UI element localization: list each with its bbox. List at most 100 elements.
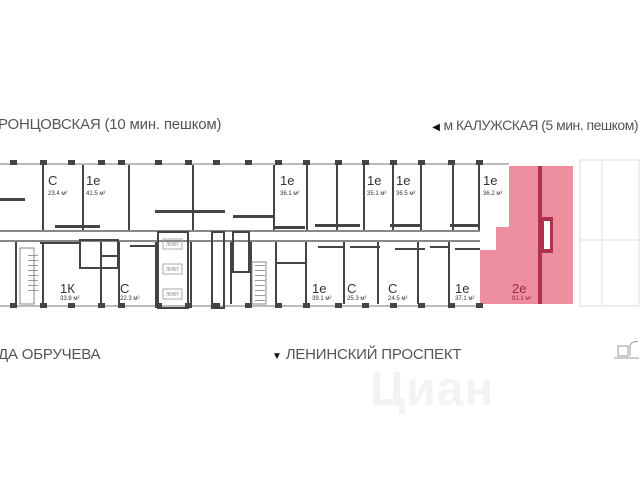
wall [335,303,342,308]
apt-area: 36.1 м² [280,191,299,197]
wall [255,290,265,291]
wall [390,224,420,227]
wall [230,242,232,304]
wall [118,242,120,304]
apt-area: 36.5 м² [396,191,415,197]
wall [275,303,282,308]
wall [42,242,44,304]
apt-area: 33.8 м² [60,296,79,302]
wall [155,210,225,213]
wall [395,248,425,250]
walls [0,163,509,307]
apt-area: 22.3 м² [120,296,139,302]
wall [362,303,369,308]
wall [155,242,157,304]
wall [190,242,192,304]
highlighted-apartment[interactable] [480,166,573,304]
wall [28,255,38,256]
wall [363,165,365,230]
wall [233,215,273,218]
apt-type: 1е [280,173,294,188]
wall [420,165,422,230]
wall [275,262,305,264]
wall [350,246,380,248]
wall [455,248,480,250]
wall [28,265,38,266]
wall [255,265,265,266]
wall [303,160,310,165]
apt-area: 35.1 м² [367,191,386,197]
wall [343,242,345,304]
wall [255,285,265,286]
wall [118,303,125,308]
wall [10,160,17,165]
wall [98,160,105,165]
wall [476,303,483,308]
street-label-bottom-center: ▼ЛЕНИНСКИЙ ПРОСПЕКТ [272,346,462,363]
wall [303,303,310,308]
shaft [544,221,550,249]
apt-type: С [388,281,397,296]
wall [213,303,220,308]
wall [10,303,17,308]
apt-area: 41.5 м² [86,191,105,197]
wall [98,303,105,308]
wall [15,242,17,304]
watermark: Циан [370,363,495,416]
wall [255,270,265,271]
wall [118,160,125,165]
street-label-top-left: РОНЦОВСКАЯ (10 мин. пешком) [0,116,222,133]
apt-type: С [347,281,356,296]
wall [377,242,379,304]
wall [418,303,425,308]
lift-label: ЛИФТ [166,267,179,273]
wall [40,242,80,244]
wall [28,275,38,276]
wall [82,165,84,230]
wall [185,160,192,165]
wall [305,242,307,304]
building-icon [614,341,639,359]
wall [213,160,220,165]
wall [40,160,47,165]
wall [28,290,38,291]
apt-area: 24.5 м² [388,296,407,302]
lift-label: ЛИФТ [166,292,179,298]
wall [318,246,343,248]
apt-area: 39.1 м² [312,296,331,302]
apt-type: 2е [512,281,526,296]
apt-area: 81.1 м² [512,296,531,302]
wall [255,295,265,296]
apt-type: 1е [86,173,100,188]
wall [315,224,360,227]
wall [192,165,194,230]
wall [430,246,448,248]
wall [155,160,162,165]
arrow-down-icon: ▼ [272,351,282,362]
lift-label: ЛИФТ [166,242,179,248]
wall [255,280,265,281]
wall [448,303,455,308]
wall [335,160,342,165]
apt-type: 1е [483,173,497,188]
apt-type: 1е [396,173,410,188]
apt-area: 25.3 м² [347,296,366,302]
wall [336,165,338,230]
wall [450,224,480,227]
apartment-wall [538,166,542,304]
wall [28,270,38,271]
wall [68,160,75,165]
wall [28,285,38,286]
wall [250,242,252,304]
wall [306,165,308,230]
wall [275,226,305,229]
apt-type: 1е [312,281,326,296]
wall [476,160,483,165]
wall [417,242,419,304]
apt-type: С [120,281,129,296]
wall [478,165,480,230]
wall [0,198,25,201]
wall [68,303,75,308]
apt-type: 1е [455,281,469,296]
